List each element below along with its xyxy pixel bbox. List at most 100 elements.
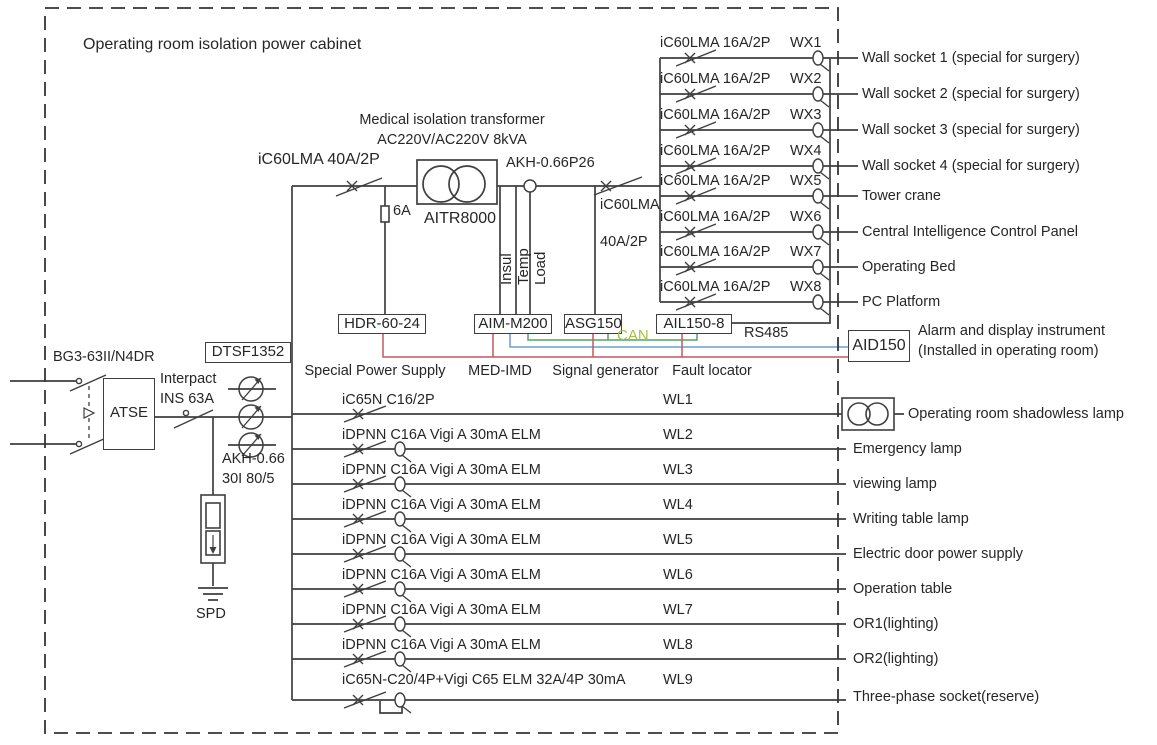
aid150-box: AID150 — [848, 330, 910, 362]
dc-supply-line — [382, 334, 848, 358]
wx-row-1-target-label: Wall socket 1 (special for surgery) — [862, 50, 1080, 66]
sense-labels: Insul Temp Load — [498, 248, 549, 285]
module-aim-box: AIM-M200 — [474, 314, 552, 334]
wl-row-3-target-label: viewing lamp — [853, 476, 937, 492]
wx-row-6-target-label: Central Intelligence Control Panel — [862, 224, 1079, 240]
wl-row-5-id: WL5 — [663, 532, 693, 548]
module-aim-caption: MED-IMD — [468, 363, 532, 379]
ct-coil — [238, 432, 264, 458]
transformer-model-label: AITR8000 — [424, 210, 497, 227]
wl-row-8-breaker-label: iDPNN C16A Vigi A 30mA ELM — [342, 637, 541, 653]
cabinet-dashed-border — [44, 7, 839, 734]
wx-row-5-breaker-label: iC60LMA 16A/2P — [660, 173, 771, 189]
can-bus-label: CAN — [617, 327, 649, 344]
wx-row-4-id: WX4 — [790, 143, 822, 159]
wl-row-8-id: WL8 — [663, 637, 693, 653]
incoming-feeder-lines — [10, 380, 292, 586]
wx-row-3-target-label: Wall socket 3 (special for surgery) — [862, 122, 1080, 138]
main-breaker-label: iC60LMA 40A/2P — [258, 151, 380, 168]
wl-row-6-id: WL6 — [663, 567, 693, 583]
branch-sensors — [394, 50, 830, 714]
wl-row-6-breaker-label: iDPNN C16A Vigi A 30mA ELM — [342, 567, 541, 583]
ats-model-label: BG3-63II/N4DR — [53, 349, 155, 365]
transformer-coil — [422, 165, 460, 203]
wl-row-2-id: WL2 — [663, 427, 693, 443]
wx-row-1-breaker-label: iC60LMA 16A/2P — [660, 35, 771, 51]
wl-row-6-target-label: Operation table — [853, 581, 953, 597]
wl-row-3-id: WL3 — [663, 462, 693, 478]
wx-row-2-target-label: Wall socket 2 (special for surgery) — [862, 86, 1080, 102]
module-ail-caption: Fault locator — [672, 363, 752, 379]
page-title: Operating room isolation power cabinet — [83, 36, 362, 53]
transformer-title-line2: AC220V/AC220V 8kVA — [377, 132, 527, 148]
sub-breaker-label-line2: 40A/2P — [600, 234, 648, 250]
lamp-transformer-box — [841, 397, 895, 431]
linkage-triangle — [83, 407, 96, 419]
wx-row-4-breaker-label: iC60LMA 16A/2P — [660, 143, 771, 159]
wx-row-5-target-label: Tower crane — [862, 188, 941, 204]
isolation-transformer-symbol — [416, 159, 498, 205]
wx-row-1-id: WX1 — [790, 35, 822, 51]
atse-box: ATSE — [103, 378, 155, 450]
wx-row-5-id: WX5 — [790, 173, 822, 189]
meter-box: DTSF1352 — [205, 342, 291, 363]
wl-row-8-target-label: OR2(lighting) — [853, 651, 939, 667]
wx-row-4-target-label: Wall socket 4 (special for surgery) — [862, 158, 1080, 174]
switch-symbols — [69, 49, 717, 709]
isolator-label-line2: INS 63A — [160, 391, 214, 407]
wl-row-1-target-label: Operating room shadowless lamp — [908, 406, 1124, 422]
akh-ct-label: AKH-0.66P26 — [506, 155, 595, 171]
sensor-rings — [394, 50, 824, 708]
lamp-transformer-coil — [847, 402, 871, 426]
wl-row-5-target-label: Electric door power supply — [853, 546, 1024, 562]
wx-row-6-breaker-label: iC60LMA 16A/2P — [660, 209, 771, 225]
rs485-display-line — [509, 334, 848, 348]
wl-row-2-target-label: Emergency lamp — [853, 441, 962, 457]
switch-pivot-dot — [182, 409, 190, 417]
sensor-tails — [401, 63, 830, 714]
wx-row-7-breaker-label: iC60LMA 16A/2P — [660, 244, 771, 260]
lamp-transformer-coil — [865, 402, 889, 426]
wl-row-9-id: WL9 — [663, 672, 693, 688]
wx-row-7-id: WX7 — [790, 244, 822, 260]
wl-row-9-breaker-label: iC65N-C20/4P+Vigi C65 ELM 32A/4P 30mA — [342, 672, 626, 688]
wx-row-3-id: WX3 — [790, 107, 822, 123]
wx-row-6-id: WX6 — [790, 209, 822, 225]
ct-label-line2: 30I 80/5 — [222, 471, 275, 487]
module-hdr-box: HDR-60-24 — [338, 314, 426, 334]
temp-label: Temp — [515, 248, 532, 285]
ct-coil — [238, 404, 264, 430]
wl-row-3-breaker-label: iDPNN C16A Vigi A 30mA ELM — [342, 462, 541, 478]
wx-row-7-target-label: Operating Bed — [862, 259, 956, 275]
wx-row-2-id: WX2 — [790, 71, 822, 87]
wl-row-1-id: WL1 — [663, 392, 693, 408]
wl-branch-lines — [292, 413, 904, 701]
rs485-bus-label: RS485 — [744, 325, 789, 341]
metering-ct-stack — [238, 376, 264, 458]
module-asg-box: ASG150 — [564, 314, 622, 334]
fuse-symbol — [380, 205, 390, 223]
wl-row-7-breaker-label: iDPNN C16A Vigi A 30mA ELM — [342, 602, 541, 618]
wx-row-2-breaker-label: iC60LMA 16A/2P — [660, 71, 771, 87]
module-hdr-caption: Special Power Supply — [304, 363, 446, 379]
wx-row-8-breaker-label: iC60LMA 16A/2P — [660, 279, 771, 295]
fuse-label: 6A — [393, 203, 411, 219]
switch-blades — [69, 49, 717, 709]
isolation-circuit-lines — [291, 185, 660, 700]
wl-row-1-breaker-label: iC65N C16/2P — [342, 392, 435, 408]
wx-row-8-id: WX8 — [790, 279, 822, 295]
breaker-x-contacts — [346, 52, 696, 706]
ct-coil — [238, 376, 264, 402]
wiring-lines — [10, 57, 904, 714]
switch-pivot-dot — [75, 377, 83, 385]
ct-label-line1: AKH-0.66 — [222, 451, 285, 467]
spd-cell — [205, 502, 221, 529]
wl-row-5-breaker-label: iDPNN C16A Vigi A 30mA ELM — [342, 532, 541, 548]
sub-breaker-label-line1: iC60LMA — [600, 197, 660, 213]
spd-label: SPD — [196, 606, 226, 622]
insul-label: Insul — [498, 253, 515, 285]
ground-symbol — [198, 587, 228, 601]
spd-arrowhead — [209, 547, 217, 554]
